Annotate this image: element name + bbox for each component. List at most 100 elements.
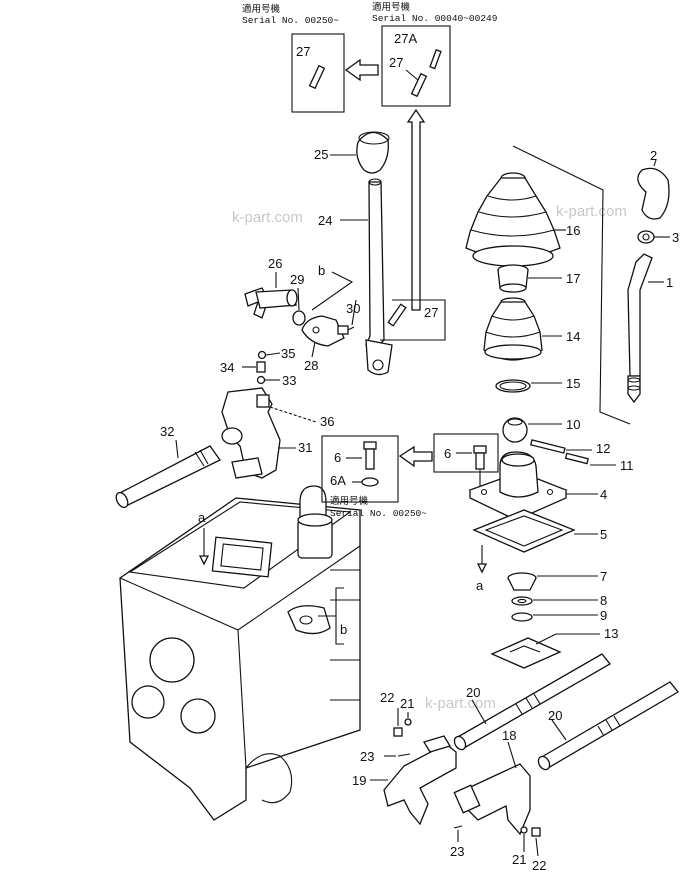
bolt-6-box: 6	[433, 433, 499, 492]
svg-text:6: 6	[444, 446, 451, 461]
svg-text:a: a	[476, 578, 484, 593]
transmission-case	[119, 485, 361, 821]
svg-text:27: 27	[424, 305, 438, 320]
knob-2: 2	[637, 148, 670, 220]
arrow-left-mid	[398, 445, 433, 468]
bolt-30: 30	[337, 299, 360, 335]
svg-text:21: 21	[400, 696, 414, 711]
ball-21-top: 21	[400, 696, 414, 726]
fork-18: 18	[453, 728, 531, 836]
part-33: 33	[256, 373, 296, 388]
boot-14: 14	[483, 297, 580, 361]
svg-text:29: 29	[290, 272, 304, 287]
svg-text:16: 16	[566, 223, 580, 238]
svg-text:32: 32	[160, 424, 174, 439]
svg-text:a: a	[198, 510, 206, 525]
svg-text:24: 24	[318, 213, 332, 228]
svg-text:b: b	[340, 622, 347, 637]
serial-box-top-right: 適用号機 Serial No. 00040~00249 27A 27	[372, 1, 498, 107]
pin-11: 11	[564, 452, 634, 473]
rod-20-right: 20	[537, 681, 679, 771]
ring-9: 9	[511, 608, 607, 623]
svg-text:9: 9	[600, 608, 607, 623]
ref-b-top: b	[311, 263, 354, 311]
svg-text:17: 17	[566, 271, 580, 286]
pin-23-top: 23	[360, 749, 411, 764]
bracket-31: 31 36	[221, 387, 334, 479]
seat-7: 7	[507, 569, 607, 591]
svg-text:7: 7	[600, 569, 607, 584]
nut-3: 3	[637, 230, 679, 245]
part-34: 34	[220, 360, 266, 375]
svg-text:12: 12	[596, 441, 610, 456]
svg-text:22: 22	[380, 690, 394, 705]
pin-23-bottom: 23	[450, 825, 464, 859]
svg-text:35: 35	[281, 346, 295, 361]
svg-text:23: 23	[450, 844, 464, 859]
ball-21-bottom: 21	[512, 826, 528, 867]
pin-12: 12	[529, 439, 610, 456]
bolt-22-top: 22	[380, 690, 403, 737]
svg-text:Serial No. 00250~: Serial No. 00250~	[330, 508, 427, 519]
shaft-26: 26	[244, 256, 298, 319]
part-35: 35	[257, 346, 295, 361]
serial-box-top-left: 適用号機 Serial No. 00250~ 27	[242, 3, 345, 113]
svg-text:5: 5	[600, 527, 607, 542]
ring-29: 29	[290, 272, 306, 326]
ring-15: 15	[495, 376, 580, 393]
svg-text:34: 34	[220, 360, 234, 375]
svg-text:13: 13	[604, 626, 618, 641]
svg-text:3: 3	[672, 230, 679, 245]
svg-text:15: 15	[566, 376, 580, 391]
ref-a-right: a	[476, 545, 488, 593]
svg-text:30: 30	[346, 301, 360, 316]
svg-text:36: 36	[320, 414, 334, 429]
svg-text:20: 20	[466, 685, 480, 700]
lever-24: 24	[318, 178, 393, 376]
svg-text:25: 25	[314, 147, 328, 162]
rod-20-left: 20	[453, 653, 611, 751]
svg-text:適用号機: 適用号機	[372, 1, 411, 13]
rod-32: 32	[115, 424, 221, 509]
ball-10: 10	[502, 417, 580, 443]
serial-box-middle: 6 6A 適用号機 Serial No. 00250~	[321, 435, 427, 519]
collar-17: 17	[497, 264, 580, 293]
svg-text:23: 23	[360, 749, 374, 764]
svg-text:Serial No. 00040~00249: Serial No. 00040~00249	[372, 13, 498, 24]
svg-text:22: 22	[532, 858, 546, 873]
svg-text:27: 27	[389, 55, 403, 70]
ref-b-right: b	[318, 587, 347, 645]
svg-text:18: 18	[502, 728, 516, 743]
svg-text:適用号機: 適用号機	[242, 3, 281, 15]
svg-text:21: 21	[512, 852, 526, 867]
svg-text:27: 27	[296, 44, 310, 59]
boot-16: 16	[465, 145, 631, 425]
ref-a-left: a	[198, 510, 210, 566]
bolt-22-bottom: 22	[531, 827, 546, 873]
housing-4: 4	[468, 451, 607, 521]
svg-text:27A: 27A	[394, 31, 417, 46]
svg-text:8: 8	[600, 593, 607, 608]
svg-text:28: 28	[304, 358, 318, 373]
svg-text:4: 4	[600, 487, 607, 502]
watermark-1: k-part.com	[232, 209, 303, 226]
svg-text:b: b	[318, 263, 325, 278]
svg-text:31: 31	[298, 440, 312, 455]
watermark-4: k-part.com	[425, 695, 496, 712]
svg-text:33: 33	[282, 373, 296, 388]
lever-1: 1	[627, 253, 673, 404]
svg-text:10: 10	[566, 417, 580, 432]
svg-text:11: 11	[620, 458, 634, 473]
svg-text:19: 19	[352, 773, 366, 788]
fork-19: 19	[352, 735, 457, 826]
svg-text:6: 6	[334, 450, 341, 465]
plate-13: 13	[490, 626, 618, 669]
arrow-up-27	[406, 108, 426, 311]
svg-text:2: 2	[650, 148, 657, 163]
svg-text:26: 26	[268, 256, 282, 271]
svg-text:Serial No. 00250~: Serial No. 00250~	[242, 15, 339, 26]
watermark-2: k-part.com	[556, 203, 627, 220]
plate-28: 28	[301, 315, 345, 373]
svg-text:適用号機: 適用号機	[330, 495, 369, 507]
